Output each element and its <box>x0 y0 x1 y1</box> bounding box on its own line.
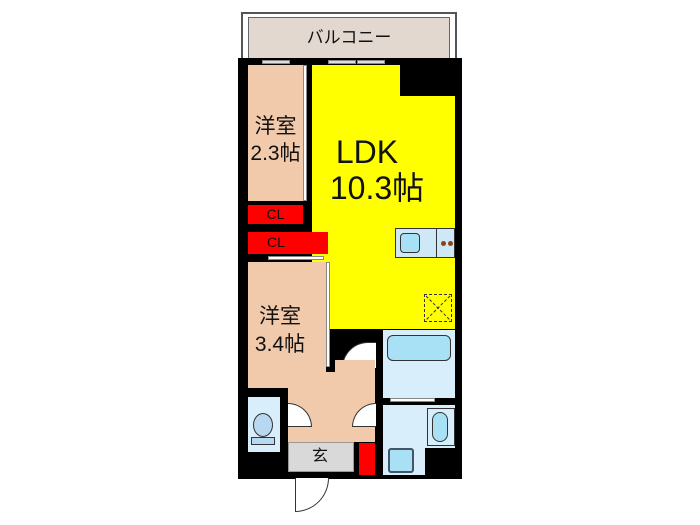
window <box>262 60 290 64</box>
door-slider <box>326 262 330 367</box>
ldk-corner-column <box>400 58 462 96</box>
bath-door-slider <box>390 398 435 402</box>
front-door <box>295 478 329 512</box>
stove-divider <box>436 228 437 258</box>
balcony <box>248 17 450 60</box>
entrance-label: 玄 <box>311 448 328 465</box>
entrance <box>288 442 354 472</box>
closet-2-label: CL <box>267 234 285 250</box>
washbasin-bowl <box>432 412 448 442</box>
western-room-2 <box>248 262 326 388</box>
western-room-1-size: 2.3帖 <box>250 142 301 165</box>
toilet-icon <box>253 413 273 437</box>
bathtub-icon <box>387 335 451 361</box>
balcony-label: バルコニー <box>306 28 392 47</box>
ldk-size: 10.3帖 <box>329 170 425 206</box>
washing-machine-icon <box>388 448 414 473</box>
shoe-closet <box>359 443 375 475</box>
stove-burner-icon <box>448 241 453 246</box>
closet-1 <box>248 205 303 224</box>
western-room-2-name: 洋室 <box>259 305 301 328</box>
fridge-space <box>424 294 452 322</box>
stove-burner-icon <box>441 241 446 246</box>
ldk <box>312 65 455 329</box>
western-room-1-name: 洋室 <box>254 115 297 138</box>
door-slider <box>268 256 324 260</box>
fridge-x-icon <box>425 295 451 321</box>
closet-1-label: CL <box>266 206 285 222</box>
sink-icon <box>400 233 420 253</box>
toilet-tank <box>251 437 275 445</box>
hallway-upper <box>335 360 375 380</box>
western-room-1 <box>248 65 303 201</box>
closet-2 <box>248 232 328 254</box>
door-slider <box>303 65 307 201</box>
wall-column <box>425 448 462 479</box>
ldk-name: LDK <box>335 134 399 170</box>
western-room-2-size: 3.4帖 <box>254 333 306 356</box>
window <box>328 60 356 64</box>
window <box>357 60 385 64</box>
